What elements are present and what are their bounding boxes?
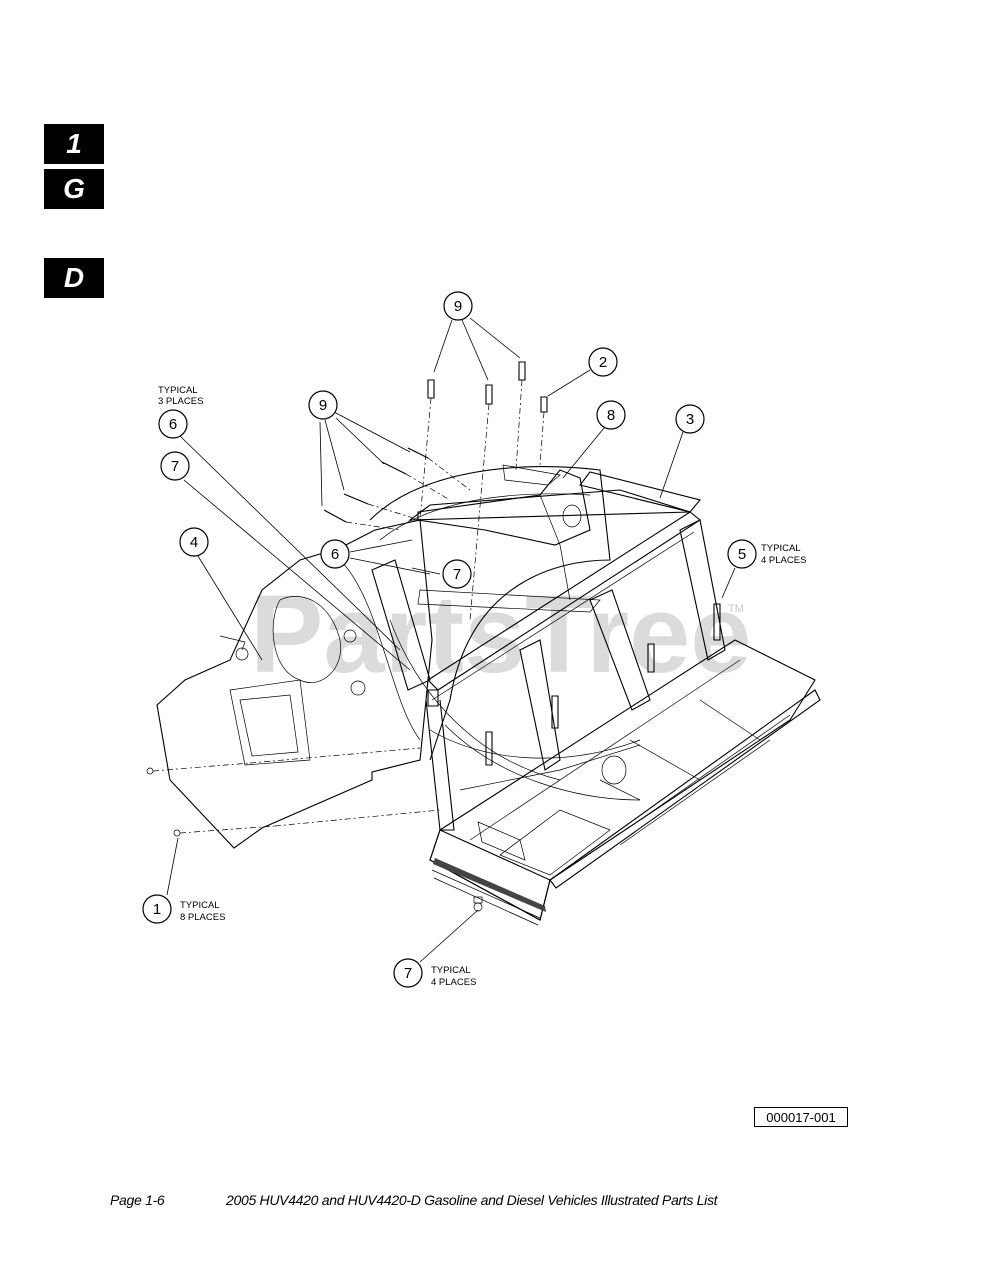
svg-text:7: 7 — [171, 458, 179, 475]
callout-7-left: 7 — [160, 451, 190, 481]
bolts-vertical — [419, 361, 721, 766]
note-typical-4a-line1: TYPICAL — [761, 543, 801, 554]
footer-title: 2005 HUV4420 and HUV4420-D Gasoline and … — [226, 1192, 718, 1208]
svg-text:3: 3 — [686, 411, 694, 428]
callout-6-mid: 6 — [320, 539, 350, 569]
svg-text:7: 7 — [404, 965, 412, 982]
svg-text:4: 4 — [190, 534, 198, 551]
note-typical-4b-line1: TYPICAL — [431, 965, 471, 976]
firewall-panel — [156, 519, 433, 849]
bolts-angled — [323, 447, 471, 531]
reference-number: 000017-001 — [754, 1107, 848, 1127]
wheel-well-shroud — [369, 466, 641, 801]
cargo-floor — [429, 639, 821, 926]
svg-text:6: 6 — [331, 546, 339, 563]
callout-3: 3 — [675, 404, 705, 434]
watermark: PartsTree — [250, 573, 751, 696]
svg-text:9: 9 — [454, 298, 462, 315]
leader-lines — [166, 317, 736, 963]
svg-text:7: 7 — [453, 566, 461, 583]
note-typical-3-line1: TYPICAL — [158, 385, 198, 396]
callout-2: 2 — [588, 347, 618, 377]
note-typical-8-line2: 8 PLACES — [180, 912, 225, 923]
side-fasteners — [146, 747, 483, 912]
callout-7-bottom: 7 — [393, 958, 423, 988]
note-typical-8-line1: TYPICAL — [180, 900, 220, 911]
watermark-tm: TM — [728, 603, 744, 615]
svg-text:6: 6 — [169, 416, 177, 433]
section-tab-1: 1 — [44, 124, 104, 164]
callout-4: 4 — [179, 527, 209, 557]
note-typical-3-line2: 3 PLACES — [158, 396, 203, 407]
svg-text:1: 1 — [153, 901, 161, 918]
footer-page-number: Page 1-6 — [110, 1192, 165, 1208]
callout-5: 5 — [727, 539, 757, 569]
callout-1: 1 — [142, 894, 172, 924]
callout-9-top: 9 — [443, 291, 473, 321]
svg-text:5: 5 — [738, 546, 746, 563]
upper-bracket — [417, 464, 591, 601]
main-frame — [371, 471, 726, 831]
callout-7-mid: 7 — [442, 559, 472, 589]
callout-8: 8 — [596, 400, 626, 430]
note-typical-4b-line2: 4 PLACES — [431, 977, 476, 988]
section-tab-d: D — [44, 258, 104, 298]
svg-text:9: 9 — [319, 397, 327, 414]
callout-6-top: 6 — [158, 409, 188, 439]
svg-text:8: 8 — [607, 407, 615, 424]
note-typical-4a-line2: 4 PLACES — [761, 555, 806, 566]
svg-text:2: 2 — [599, 354, 607, 371]
callout-9-left: 9 — [308, 390, 338, 420]
section-tab-g: G — [44, 169, 104, 209]
